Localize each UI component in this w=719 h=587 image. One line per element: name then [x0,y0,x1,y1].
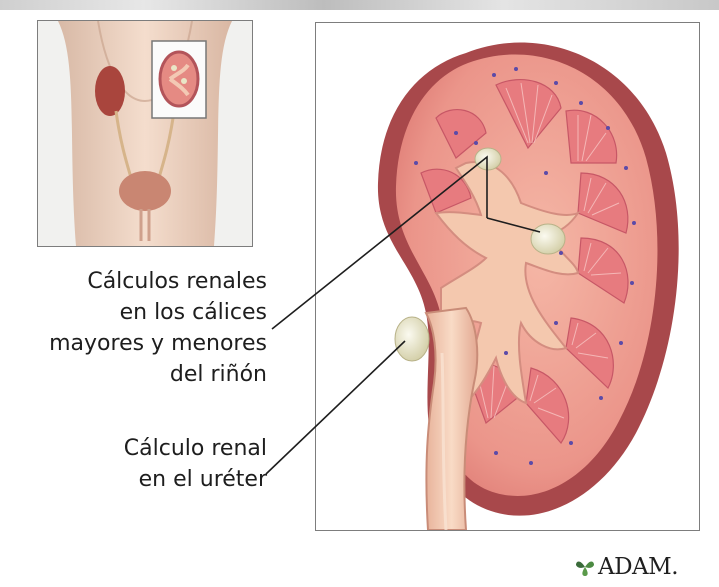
kidney-stone-major-calyx [531,224,565,254]
zoomed-kidney [160,52,198,106]
adam-logo: ADAM. [574,552,678,582]
left-kidney [95,66,125,116]
label-kidney-stones: Cálculos renales en los cálices mayores … [49,266,267,390]
label-line: mayores y menores [49,328,267,359]
kidney-cross-section [316,23,699,530]
ureter-stone [395,317,429,361]
torso-illustration [38,21,252,246]
label-line: en los cálices [49,297,267,328]
label-line: Cálculos renales [49,266,267,297]
label-line: en el uréter [124,464,267,495]
top-border-band [0,0,719,10]
label-line: Cálculo renal [124,433,267,464]
kidney-cross-section-panel [315,22,700,531]
adam-leaf-icon [574,557,596,577]
bladder [119,171,171,211]
body-location-inset [37,20,253,247]
adam-logo-text: ADAM. [598,554,678,580]
kidney-stone-minor-calyx [475,148,501,170]
label-line: del riñón [49,359,267,390]
label-ureter-stone: Cálculo renal en el uréter [124,433,267,495]
